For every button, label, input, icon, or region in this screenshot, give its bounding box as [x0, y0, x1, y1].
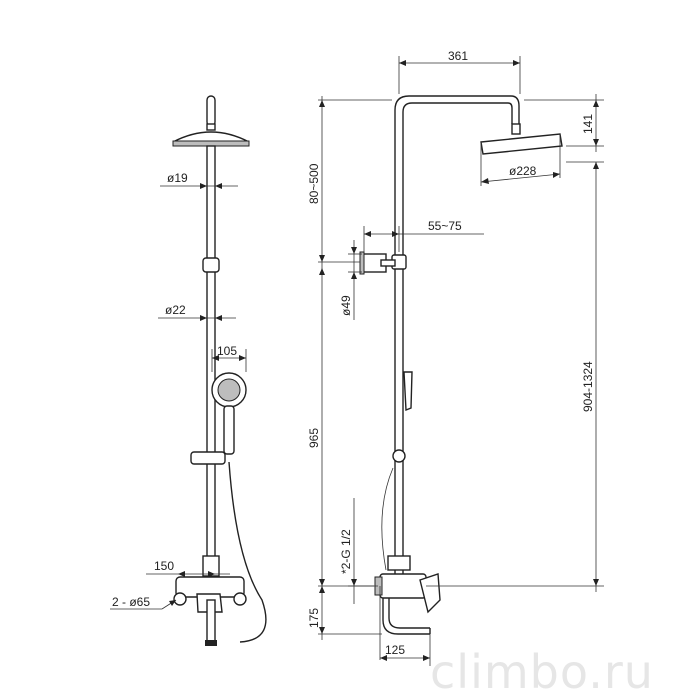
overhead-shower-face	[172, 140, 250, 147]
label-total-range: 904-1324	[581, 361, 595, 412]
label-head-height: 141	[581, 114, 595, 134]
label-connection: *2-G 1/2	[339, 529, 353, 574]
label-bracket-offset: 55~75	[428, 219, 462, 233]
slider-holder	[190, 451, 226, 465]
label-mixer-width: 150	[154, 559, 174, 573]
wall-flange-right	[233, 592, 247, 606]
side-overhead-shower	[480, 133, 563, 155]
label-wall-flanges: 2 - ø65	[112, 595, 150, 609]
side-mixer-body	[379, 573, 427, 599]
label-riser-length: 965	[307, 428, 321, 448]
riser-pipe	[206, 145, 216, 609]
pipe-joint	[202, 257, 220, 273]
label-head-diameter: ø228	[509, 164, 537, 178]
label-bracket-diameter: ø49	[339, 295, 353, 316]
side-riser-outer	[394, 95, 520, 586]
front-view: ø19 ø22 105 150 2 - ø65	[110, 95, 267, 646]
label-riser: ø22	[165, 303, 186, 317]
top-pipe	[206, 95, 216, 127]
label-arm-reach: 361	[448, 49, 468, 63]
side-view: 361 141 ø228 80~500 55~75 ø49	[307, 49, 604, 666]
label-spout-height: 175	[307, 608, 321, 628]
bath-spout	[206, 599, 216, 643]
side-hand-shower	[403, 371, 413, 412]
wall-flange-left	[173, 592, 187, 606]
side-spout	[382, 598, 430, 635]
side-mixer-lever	[419, 573, 441, 614]
side-riser-inner	[402, 102, 513, 586]
label-hand-shower-width: 105	[217, 344, 237, 358]
shower-hose	[228, 461, 267, 643]
watermark: climbo.ru	[430, 645, 654, 699]
side-hose	[381, 467, 394, 571]
label-spout-reach: 125	[385, 643, 405, 657]
hand-shower-handle	[223, 405, 235, 455]
label-adjust-range: 80~500	[307, 163, 321, 204]
label-head-pipe: ø19	[167, 171, 188, 185]
